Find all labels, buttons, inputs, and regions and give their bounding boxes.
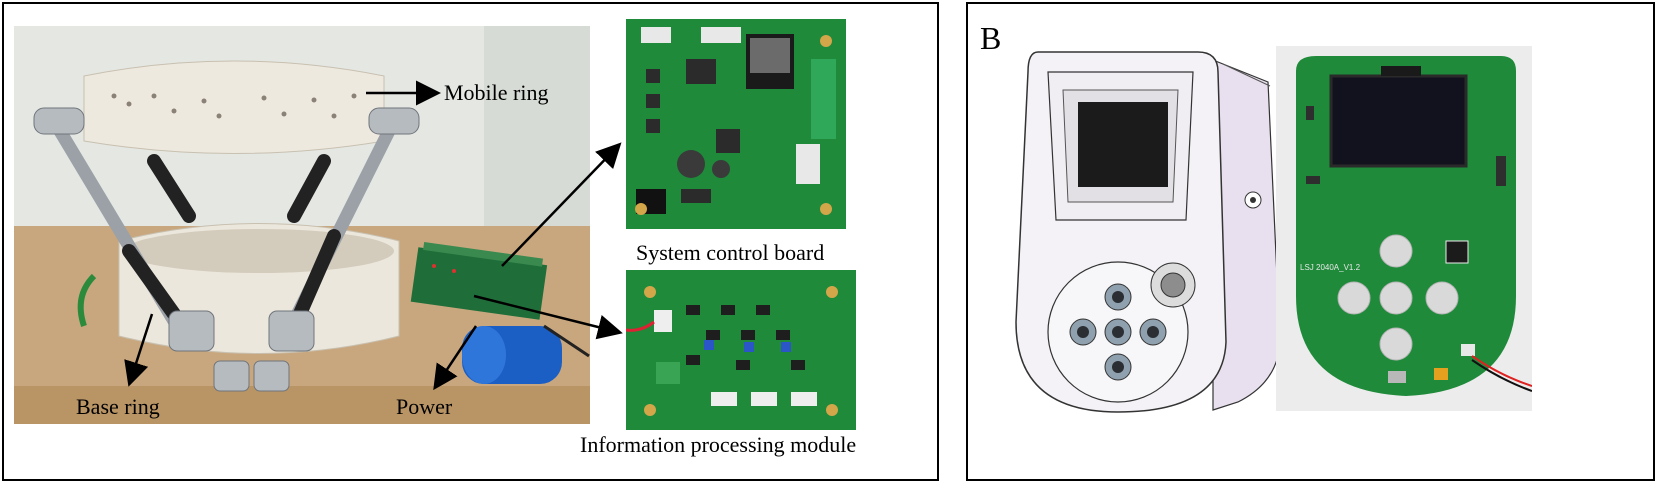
power-label: Power	[396, 394, 453, 419]
panel-a: A	[2, 2, 939, 481]
device-pcb-photo: LSJ 2040A_V1.2	[1276, 46, 1532, 411]
device-cad-render	[1008, 42, 1308, 422]
annotation-arrows	[124, 80, 623, 391]
information-processing-module-label: Information processing module	[580, 432, 857, 457]
system-control-board-arrow	[501, 142, 622, 267]
robot-photo	[14, 26, 590, 424]
system-control-board-photo	[626, 19, 846, 229]
information-processing-arrow	[473, 294, 623, 340]
pcb-silkscreen-text: LSJ 2040A_V1.2	[1300, 263, 1361, 272]
panel-b-letter: B	[980, 20, 1002, 56]
information-processing-module-photo	[626, 270, 856, 430]
base-ring-label: Base ring	[76, 394, 160, 419]
system-control-board-label: System control board	[636, 240, 825, 265]
mobile-ring-label: Mobile ring	[444, 80, 549, 105]
panel-b: B	[966, 2, 1655, 481]
power-arrow	[433, 325, 478, 391]
base-ring-arrow	[124, 313, 154, 387]
